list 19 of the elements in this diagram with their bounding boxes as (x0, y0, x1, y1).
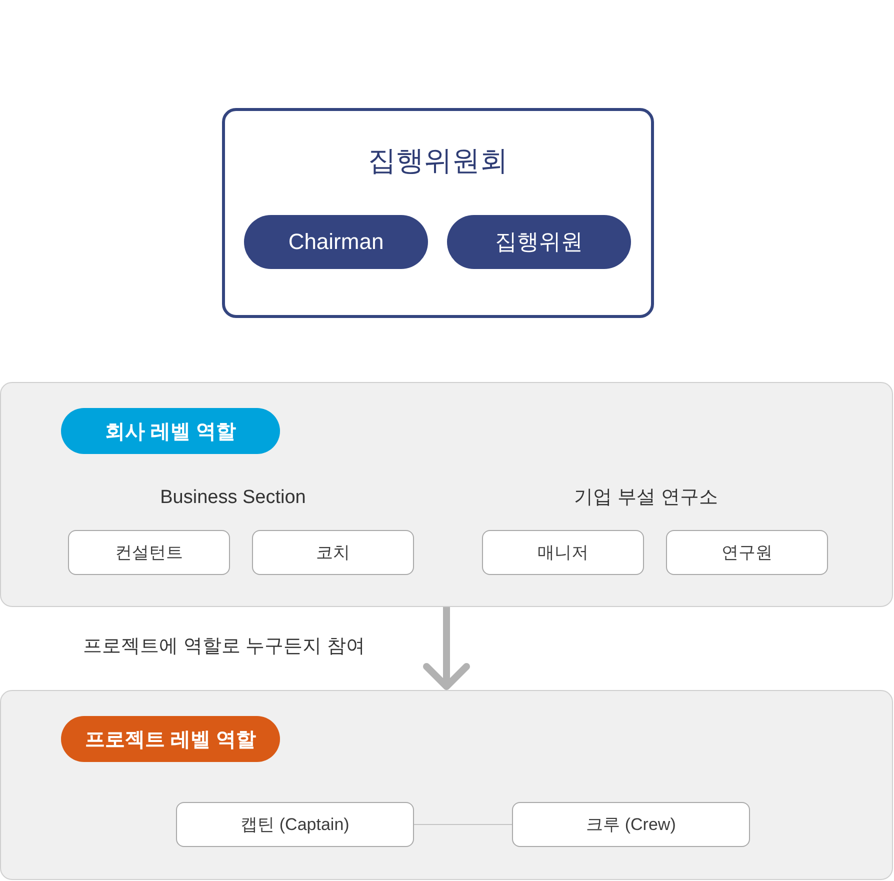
title-pill: 회사 레벨 역할 (61, 408, 280, 454)
edge-label: 프로젝트에 역할로 누구든지 참여 (83, 635, 365, 659)
section-panel (0, 382, 893, 607)
title-pill: 프로젝트 레벨 역할 (61, 716, 280, 762)
connector-line (414, 824, 512, 825)
member-pill: 집행위원 (447, 215, 631, 269)
role-box: 연구원 (666, 530, 828, 575)
section-heading: Business Section (160, 486, 306, 510)
section-heading: 기업 부설 연구소 (574, 486, 718, 510)
role-box: 캡틴 (Captain) (176, 802, 414, 847)
role-box: 코치 (252, 530, 414, 575)
group-box (222, 108, 654, 318)
role-box: 크루 (Crew) (512, 802, 750, 847)
role-box: 매니저 (482, 530, 644, 575)
member-pill: Chairman (244, 215, 428, 269)
role-box: 컨설턴트 (68, 530, 230, 575)
group-title: 집행위원회 (368, 144, 508, 178)
arrow (423, 607, 470, 690)
section-panel (0, 690, 893, 880)
